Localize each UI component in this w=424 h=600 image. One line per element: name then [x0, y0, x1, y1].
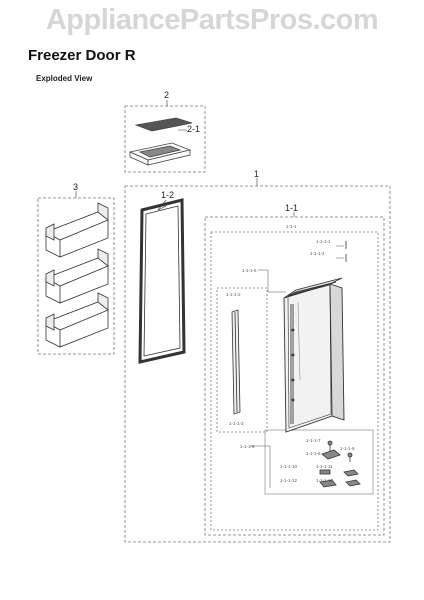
part-code: 1-1-1-8: [306, 451, 321, 456]
part-code: 1-1-1-7: [306, 438, 321, 443]
top-cap-part: [128, 117, 193, 166]
part-code: 1-1-1-13: [316, 478, 334, 483]
part-code: 1-1-1-10: [280, 464, 298, 469]
part-code: 1-1-1-2: [226, 292, 241, 297]
door-body: [283, 277, 345, 433]
group-1-1-1-box: [210, 231, 379, 531]
callout-3: 3: [73, 182, 78, 192]
handle-strip: [231, 309, 241, 415]
handle-strip-box: [216, 287, 268, 433]
small-parts-box: [264, 429, 374, 495]
callout-2: 2: [164, 90, 169, 100]
callout-2-1: 2-1: [187, 124, 200, 134]
part-code: 1-1-1-4: [310, 251, 325, 256]
door-gasket: [138, 198, 186, 364]
small-hardware: [319, 241, 361, 488]
part-code: 1-1-1-5: [242, 268, 257, 273]
group-1-1-box: [204, 216, 385, 536]
callout-1-1-1: 1-1-1: [286, 224, 297, 229]
part-code: 1-1-1-9: [340, 446, 355, 451]
part-code: 1-1-1-12: [280, 478, 298, 483]
page-title: Freezer Door R: [28, 47, 136, 64]
watermark-logo: AppliancePartsPros.com: [45, 4, 379, 36]
group-2-box: [124, 105, 206, 173]
page-subtitle: Exploded View: [36, 74, 93, 83]
part-code: 1-1-1-3: [229, 421, 244, 426]
callout-1: 1: [254, 169, 259, 179]
part-code: 1-1-1-6: [240, 444, 255, 449]
door-body-detail: [291, 328, 295, 402]
door-bins: [45, 202, 109, 348]
callout-1-1: 1-1: [285, 203, 298, 213]
part-code: 1-1-1-1: [316, 239, 331, 244]
group-1-box: [124, 185, 391, 543]
callout-1-2: 1-2: [161, 190, 174, 200]
part-code: 1-1-1-11: [316, 464, 333, 469]
